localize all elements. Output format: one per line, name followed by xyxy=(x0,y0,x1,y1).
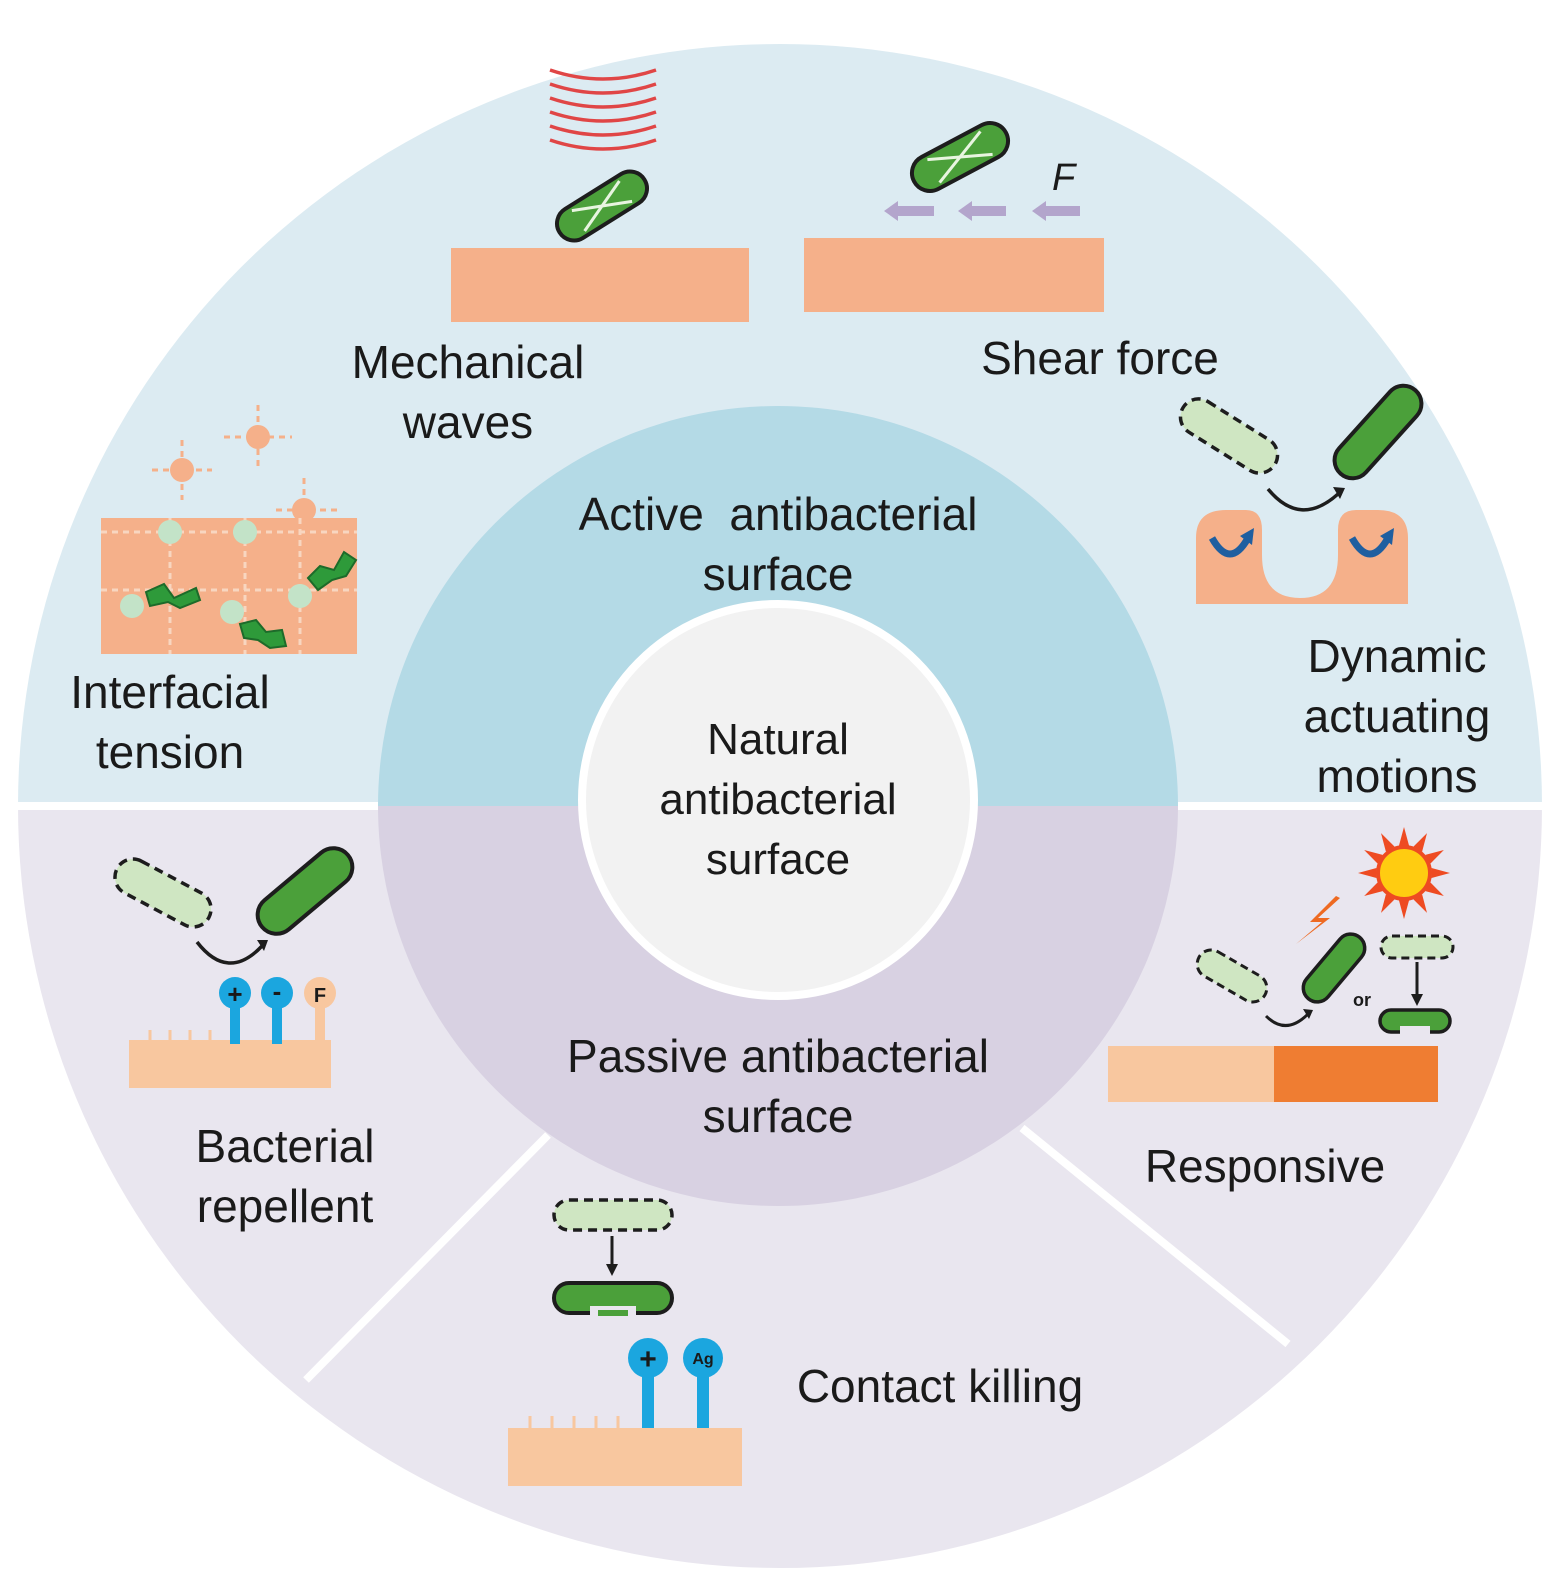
substrate-block xyxy=(508,1428,742,1486)
sun-ray xyxy=(1413,833,1427,852)
ligand-plus: + xyxy=(628,1338,668,1428)
divider-lower-right xyxy=(1019,1124,1291,1348)
dynamic-actuating-label: Dynamic actuating motions xyxy=(1303,630,1491,802)
dead-bacterium-icon xyxy=(552,1198,674,1232)
short-brush-chains xyxy=(148,1030,212,1040)
bacterial-repellent-label: Bacterial repellent xyxy=(195,1120,375,1232)
svg-text:Ag: Ag xyxy=(692,1351,713,1368)
rotation-arrows xyxy=(1208,536,1392,558)
interfacial-tension-label: Interfacial tension xyxy=(70,666,270,778)
bacterium-icon xyxy=(909,121,1011,193)
shear-force-icon: F xyxy=(804,121,1104,312)
lightning-icon xyxy=(1296,896,1340,944)
damaged-bacterium-icon xyxy=(552,1281,674,1318)
passive-label-line2: surface xyxy=(702,1090,854,1142)
bacterium-icon xyxy=(1301,932,1367,1004)
sun-ray xyxy=(1381,894,1395,913)
core-label-line2: antibacterial xyxy=(659,775,897,824)
sun-ray xyxy=(1381,833,1395,852)
ligand-silver: Ag xyxy=(683,1338,723,1428)
svg-text:+: + xyxy=(639,1343,657,1376)
wave-arcs xyxy=(549,68,657,151)
force-symbol: F xyxy=(1052,157,1077,199)
mechanical-waves-label: Mechanical waves xyxy=(351,336,585,448)
mechanical-waves-icon xyxy=(451,68,749,322)
core-label-line3: surface xyxy=(705,835,851,884)
dead-bacterium-icon xyxy=(1178,397,1280,475)
active-surface-label: Active antibacterial surface xyxy=(478,484,1078,604)
ligand-fluorine: F xyxy=(304,977,336,1044)
dead-bacterium-icon xyxy=(1379,934,1455,960)
svg-text:+: + xyxy=(227,979,242,1009)
active-label-line2: surface xyxy=(702,548,854,600)
force-arrows xyxy=(884,201,1080,221)
sun-ray xyxy=(1398,827,1410,846)
contact-killing-label: Contact killing xyxy=(796,1360,1084,1412)
svg-text:-: - xyxy=(273,976,282,1006)
interfacial-tension-icon xyxy=(101,405,358,654)
sun-ray xyxy=(1425,850,1444,864)
or-connector: or xyxy=(1353,990,1371,1010)
actuating-surface-icon xyxy=(1178,383,1424,604)
short-brush-chains xyxy=(528,1416,620,1428)
bubbles xyxy=(170,425,316,522)
core-label-line1: Natural xyxy=(707,715,849,764)
fragmented-bacteria xyxy=(144,550,358,650)
passive-label-line1: Passive antibacterial xyxy=(567,1030,989,1082)
shear-force-label: Shear force xyxy=(981,332,1219,384)
passive-middle-ring xyxy=(378,806,1178,1206)
substrate-block xyxy=(804,238,1104,312)
release-arrow xyxy=(1264,1012,1310,1027)
repel-arrow xyxy=(195,940,264,965)
substrate-block xyxy=(451,248,749,322)
repellent-brush-icon: + - F xyxy=(113,846,355,1088)
active-label-line1: Active antibacterial xyxy=(578,488,978,540)
dead-bacterium-icon xyxy=(113,857,213,929)
bacterium-icon xyxy=(555,169,649,243)
sun-ray xyxy=(1413,894,1427,913)
sun-ray xyxy=(1364,850,1383,864)
sun-ray xyxy=(1431,867,1450,879)
sun-ray xyxy=(1358,867,1377,879)
svg-text:F: F xyxy=(314,985,326,1007)
responsive-surface-icon: or xyxy=(1108,827,1455,1102)
bacterium-icon xyxy=(1332,383,1424,481)
bacterium-icon xyxy=(255,846,355,936)
sun-ray xyxy=(1398,900,1410,919)
responsive-label: Responsive xyxy=(1144,1140,1386,1192)
substrate-block xyxy=(129,1040,331,1088)
detach-arrow xyxy=(1266,487,1340,512)
droplets xyxy=(120,520,312,624)
ligand-plus: + xyxy=(219,977,251,1044)
sun-icon xyxy=(1358,827,1450,919)
sun-ray xyxy=(1364,882,1383,896)
damaged-bacterium-icon xyxy=(1378,1008,1452,1036)
sun-ray xyxy=(1425,882,1444,896)
core-label: Natural antibacterial surface xyxy=(598,710,958,890)
core-circle xyxy=(578,600,978,1000)
contact-killing-icon: + Ag xyxy=(508,1198,742,1486)
substrate-activated-block xyxy=(1274,1046,1438,1102)
dead-bacterium-icon xyxy=(1195,948,1269,1004)
substrate-light-block xyxy=(1108,1046,1274,1102)
divider-lower-left xyxy=(303,1132,551,1383)
ligand-minus: - xyxy=(261,976,293,1044)
passive-surface-label: Passive antibacterial surface xyxy=(478,1026,1078,1146)
